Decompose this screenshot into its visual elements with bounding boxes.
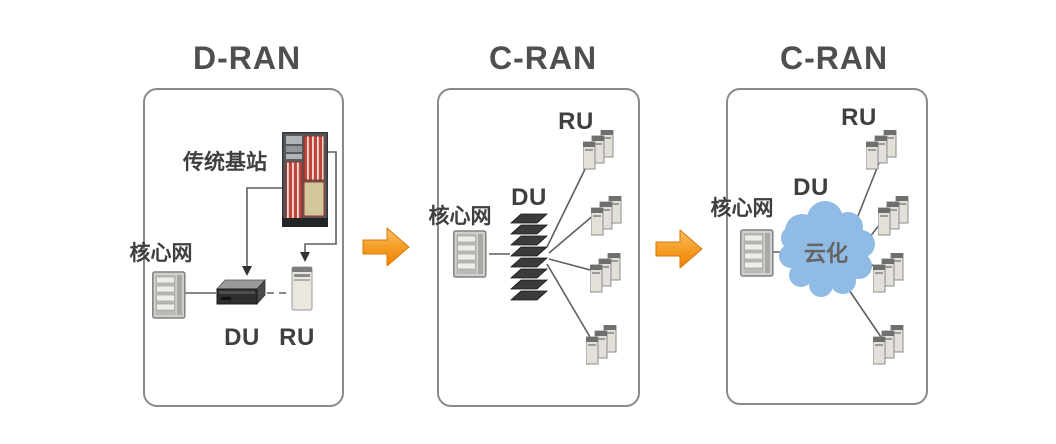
label-du: DU (793, 174, 829, 201)
d-ran-connectors (184, 151, 337, 294)
ru-cluster-icon (872, 252, 905, 294)
label-core-network: 核心网 (129, 242, 193, 265)
ru-cluster-icon (585, 324, 618, 366)
label-core-network: 核心网 (428, 205, 492, 228)
base-station-cabinet-icon (281, 131, 329, 228)
transition-arrow-icon-1 (362, 227, 410, 267)
ru-cluster-icon (865, 129, 898, 171)
du-stack-icon (505, 212, 553, 306)
panel-title-c-ran-2: C-RAN (779, 40, 889, 76)
label-base-station: 传统基站 (183, 151, 267, 174)
du-device-icon (215, 277, 267, 309)
label-du: DU (224, 324, 260, 351)
label-ru: RU (279, 324, 315, 351)
core-network-server-icon (453, 229, 487, 279)
ru-cluster-icon (877, 195, 910, 237)
label-core-network: 核心网 (710, 197, 774, 220)
label-ru: RU (841, 104, 877, 131)
ru-cluster-icon (590, 195, 623, 237)
panel-c-ran-cloudified (726, 88, 928, 405)
ru-cluster-icon (589, 252, 622, 294)
c-ran-centralized-connectors (489, 160, 596, 338)
ru-device-icon (291, 264, 313, 311)
label-du: DU (511, 184, 547, 211)
panel-d-ran (143, 88, 344, 407)
ru-cluster-icon (872, 324, 905, 366)
panel-c-ran-centralized (437, 88, 640, 407)
label-cloudification: 云化 (803, 241, 849, 266)
transition-arrow-icon-2 (655, 229, 703, 269)
panel-title-d-ran: D-RAN (192, 40, 302, 76)
core-network-server-icon (740, 228, 774, 278)
panel-title-c-ran-1: C-RAN (488, 40, 598, 76)
ru-cluster-icon (582, 129, 615, 171)
cloud-icon (779, 201, 875, 297)
label-ru: RU (558, 108, 594, 135)
core-network-server-icon (152, 270, 186, 320)
